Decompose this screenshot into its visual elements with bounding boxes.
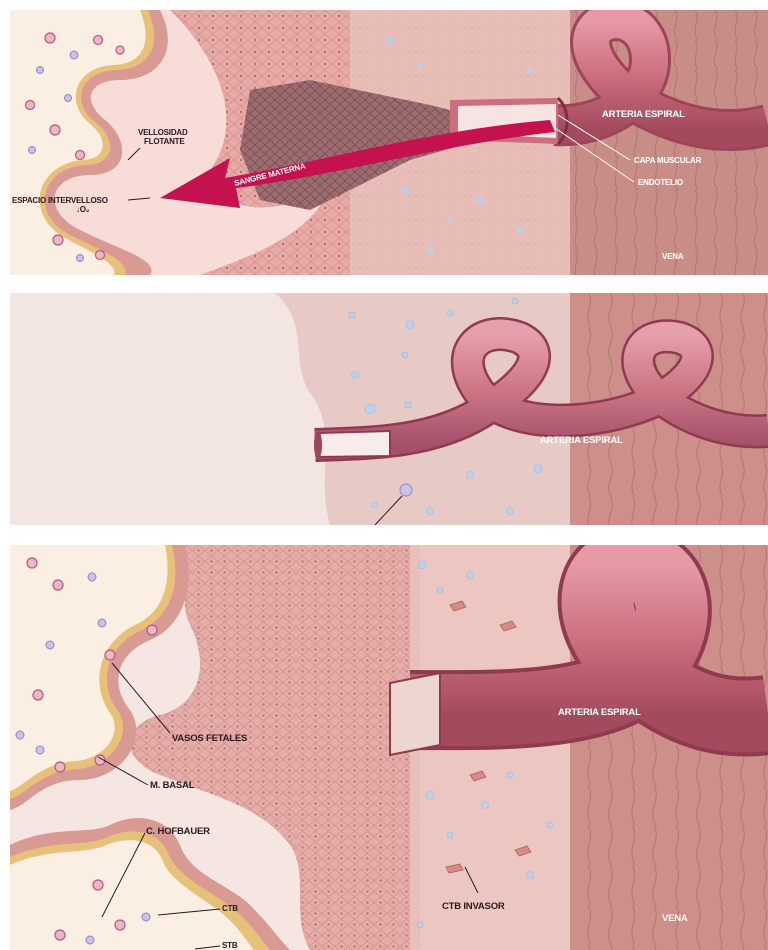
label-ctb: CTB [222,904,238,913]
panel-bottom-illustration: ARTERIA ESPIRAL VASOS FETALES M. BASAL C… [10,545,768,950]
label-ctb-invasor: CTB INVASOR [442,901,505,912]
label-stb: STB [222,941,238,950]
label-vasos-fetales: VASOS FETALES [172,733,247,744]
label-vellosidad: VELLOSIDAD [138,128,188,137]
panel-bottom: ARTERIA ESPIRAL VASOS FETALES M. BASAL C… [10,545,768,950]
panel-middle-illustration: ARTERIA ESPIRAL [10,293,768,525]
panel-middle: ARTERIA ESPIRAL [10,293,768,525]
label-c-hofbauer: C. HOFBAUER [146,826,210,837]
label-vena: VENA [662,252,684,261]
label-arteria-espiral: ARTERIA ESPIRAL [602,109,685,120]
panel-top-illustration: SANGRE MATERNA VELLOSIDAD FLOTANTE ESPAC… [10,10,768,275]
label-espacio-intervelloso: ESPACIO INTERVELLOSO [12,196,108,205]
label-m-basal: M. BASAL [150,780,195,791]
label-o2: ↓O₂ [76,205,90,214]
label-arteria-espiral-bottom: ARTERIA ESPIRAL [558,707,641,718]
panel-top: SANGRE MATERNA VELLOSIDAD FLOTANTE ESPAC… [10,10,768,275]
label-vena-bottom: VENA [662,913,688,924]
label-arteria-espiral-middle: ARTERIA ESPIRAL [540,435,623,446]
label-endotelio: ENDOTELIO [638,178,683,187]
label-capa-muscular: CAPA MUSCULAR [634,156,702,165]
label-flotante: FLOTANTE [144,137,185,146]
